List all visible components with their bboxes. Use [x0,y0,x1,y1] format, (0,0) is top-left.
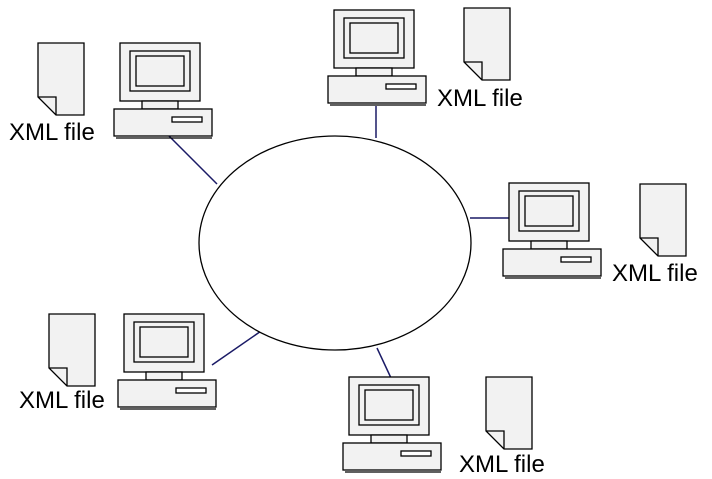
links [166,106,512,379]
document-icon [485,376,533,450]
xml-file-label: XML file [9,119,95,146]
document-icon [48,313,96,387]
document-icon [463,7,511,81]
xml-file-label: XML file [19,387,105,414]
link-bottom [376,347,392,379]
node-top: XML file [327,7,523,112]
network-hub [198,135,472,351]
desktop-computer-icon [502,182,602,279]
desktop-computer-icon [327,9,427,106]
xml-file-label: XML file [459,451,545,478]
link-top-left [166,133,218,185]
node-right: XML file [502,182,698,287]
link-bottom-left [211,328,265,366]
desktop-computer-icon [113,42,213,139]
document-icon [37,42,85,116]
desktop-computer-icon [342,376,442,473]
node-top-left: XML file [9,42,213,146]
desktop-computer-icon [117,313,217,410]
xml-file-label: XML file [612,260,698,287]
node-bottom: XML file [342,376,545,478]
document-icon [639,183,687,257]
xml-file-label: XML file [437,85,523,112]
node-bottom-left: XML file [19,313,217,414]
